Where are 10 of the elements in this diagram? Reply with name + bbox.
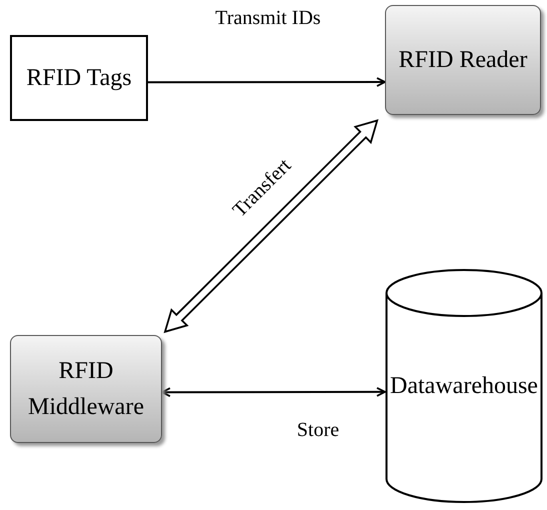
node-label: RFID Middleware [27,357,145,422]
arrow [148,77,386,87]
node-label: RFID Tags [25,64,133,93]
arrow [161,387,386,398]
node-label: RFID Reader [398,46,528,75]
node-label: Datawarehouse [389,372,539,401]
process-box [10,335,162,443]
process-box [10,35,148,121]
process-box [385,5,541,115]
double-arrow [164,119,379,334]
